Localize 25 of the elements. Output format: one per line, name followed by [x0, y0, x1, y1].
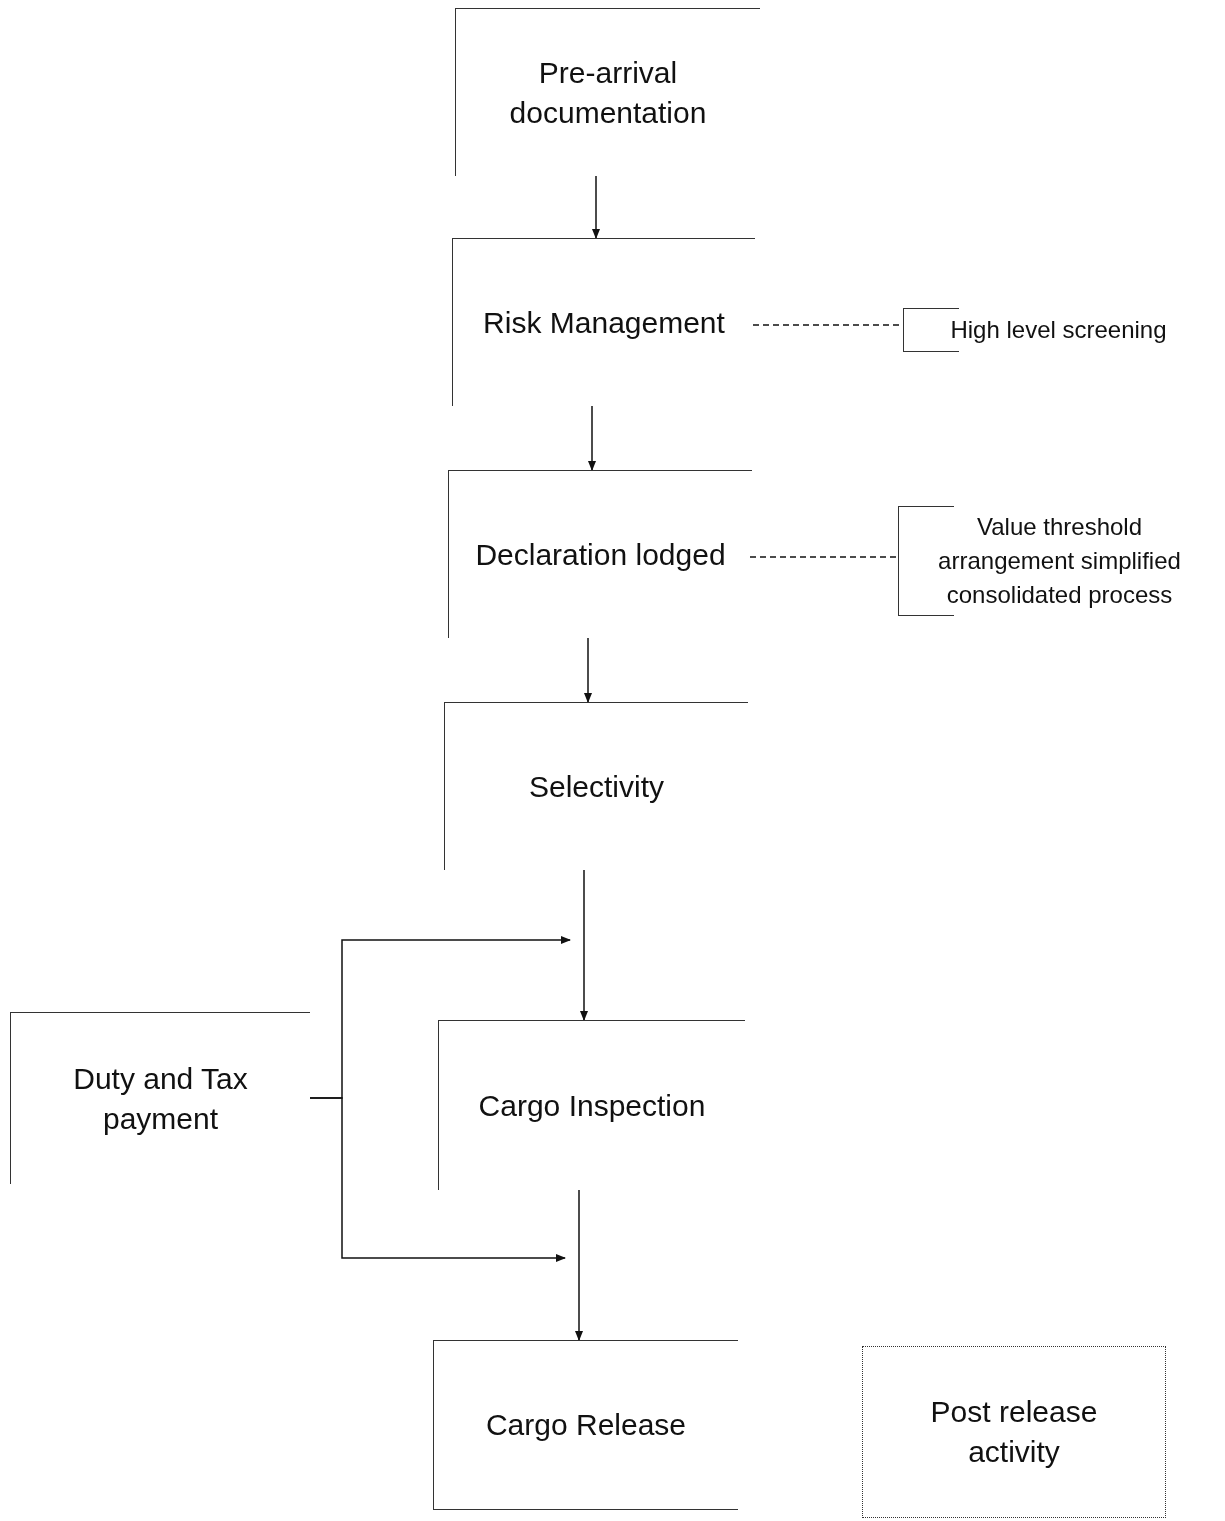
process-box	[433, 1340, 738, 1510]
node-label: Pre-arrival documentation	[508, 54, 708, 131]
node-label: Duty and Tax payment	[72, 1060, 249, 1137]
node-label: Post release activity	[929, 1394, 1099, 1470]
process-box	[10, 1012, 310, 1184]
node-label: Cargo Inspection	[477, 1087, 707, 1124]
arrow	[584, 637, 592, 703]
node-label: Value threshold arrangement simplified consolidated process	[937, 512, 1182, 610]
arrow	[592, 175, 600, 239]
node-label: Risk Management	[482, 304, 726, 341]
process-box	[448, 470, 752, 638]
node-label: Declaration lodged	[474, 536, 727, 573]
node-label: Selectivity	[527, 768, 665, 805]
arrow	[580, 869, 588, 1021]
node-label: High level screening	[949, 315, 1168, 345]
arrow	[575, 1189, 583, 1341]
dashed-connector	[749, 556, 899, 558]
process-box	[455, 8, 760, 176]
process-box	[862, 1346, 1166, 1518]
process-box	[452, 238, 755, 406]
process-box	[438, 1020, 745, 1190]
arrow	[309, 1097, 566, 1262]
node-label: Cargo Release	[484, 1407, 688, 1443]
arrow	[588, 405, 596, 471]
process-box	[444, 702, 748, 870]
